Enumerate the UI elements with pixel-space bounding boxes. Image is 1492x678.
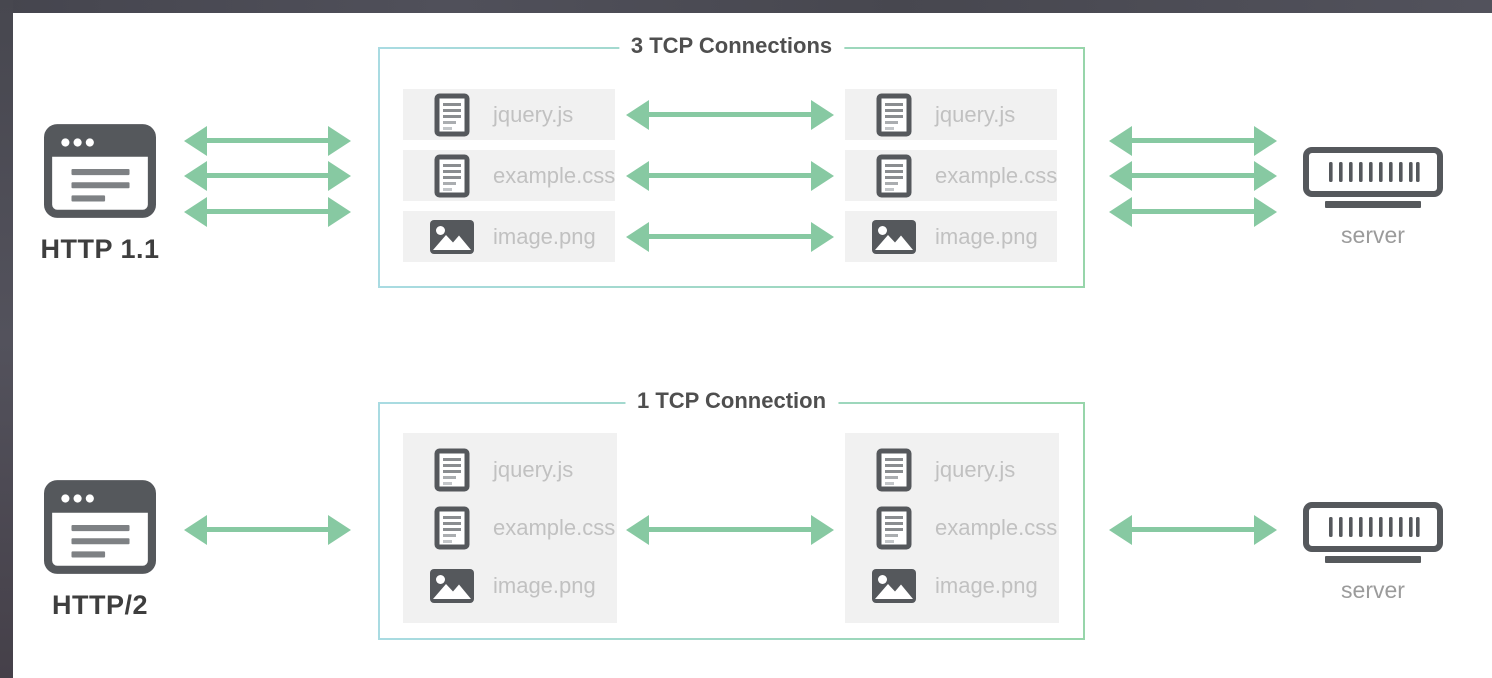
- file-row: jquery.js: [845, 89, 1057, 140]
- file-row: image.png: [403, 558, 617, 614]
- file-group-client-http2: jquery.js example.css image.png: [403, 433, 617, 623]
- file-row: image.png: [845, 211, 1057, 262]
- file-name: image.png: [935, 573, 1038, 598]
- server-icon: [1301, 147, 1445, 197]
- file-name: example.css: [493, 515, 616, 540]
- connection-arrow: [1131, 527, 1255, 532]
- server-base-bar: [1325, 201, 1421, 208]
- connection-arrow: [648, 234, 812, 239]
- document-icon: [429, 93, 475, 137]
- document-icon: [429, 154, 475, 198]
- client-label-http11: HTTP 1.1: [40, 234, 160, 264]
- image-icon: [429, 219, 475, 255]
- file-row: jquery.js: [403, 442, 617, 498]
- file-row: example.css: [845, 500, 1059, 556]
- server-http2: server: [1301, 502, 1445, 604]
- file-name: image.png: [935, 223, 1038, 249]
- server-label: server: [1341, 577, 1405, 603]
- client-label-http2: HTTP/2: [51, 590, 148, 620]
- server-base-bar: [1325, 556, 1421, 563]
- image-icon: [429, 568, 475, 604]
- file-group-server-http2: jquery.js example.css image.png: [845, 433, 1059, 623]
- client-http2: HTTP/2: [38, 480, 162, 621]
- connection-arrow: [206, 173, 329, 178]
- document-icon: [871, 448, 917, 492]
- file-name: example.css: [493, 162, 616, 188]
- file-row: example.css: [845, 150, 1057, 201]
- document-icon: [871, 93, 917, 137]
- file-row: image.png: [403, 211, 615, 262]
- connection-arrow: [648, 527, 812, 532]
- connection-arrow: [206, 527, 329, 532]
- file-row: jquery.js: [845, 442, 1059, 498]
- file-name: jquery.js: [493, 457, 574, 482]
- image-icon: [871, 219, 917, 255]
- tcp-box-title: 1 TCP Connection: [624, 388, 839, 414]
- document-icon: [871, 154, 917, 198]
- connection-arrow: [206, 209, 329, 214]
- server-label: server: [1341, 222, 1405, 248]
- file-row: jquery.js: [403, 89, 615, 140]
- client-http11: HTTP 1.1: [38, 124, 162, 265]
- file-name: image.png: [493, 223, 596, 249]
- file-name: example.css: [935, 515, 1058, 540]
- file-name: example.css: [935, 162, 1058, 188]
- file-name: jquery.js: [935, 457, 1016, 482]
- document-icon: [429, 448, 475, 492]
- dark-frame-top: [0, 0, 1492, 13]
- file-row: example.css: [403, 500, 617, 556]
- document-icon: [429, 506, 475, 550]
- connection-arrow: [1131, 209, 1255, 214]
- server-icon: [1301, 502, 1445, 552]
- connection-arrow: [206, 138, 329, 143]
- server-http11: server: [1301, 147, 1445, 249]
- connection-arrow: [1131, 138, 1255, 143]
- connection-arrow: [1131, 173, 1255, 178]
- connection-arrow: [648, 173, 812, 178]
- browser-icon: [38, 480, 162, 574]
- file-row: image.png: [845, 558, 1059, 614]
- tcp-box-title: 3 TCP Connections: [618, 33, 845, 59]
- file-name: jquery.js: [493, 101, 574, 127]
- image-icon: [871, 568, 917, 604]
- dark-frame-left: [0, 0, 13, 678]
- file-row: example.css: [403, 150, 615, 201]
- connection-arrow: [648, 112, 812, 117]
- file-name: jquery.js: [935, 101, 1016, 127]
- file-name: image.png: [493, 573, 596, 598]
- browser-icon: [38, 124, 162, 218]
- document-icon: [871, 506, 917, 550]
